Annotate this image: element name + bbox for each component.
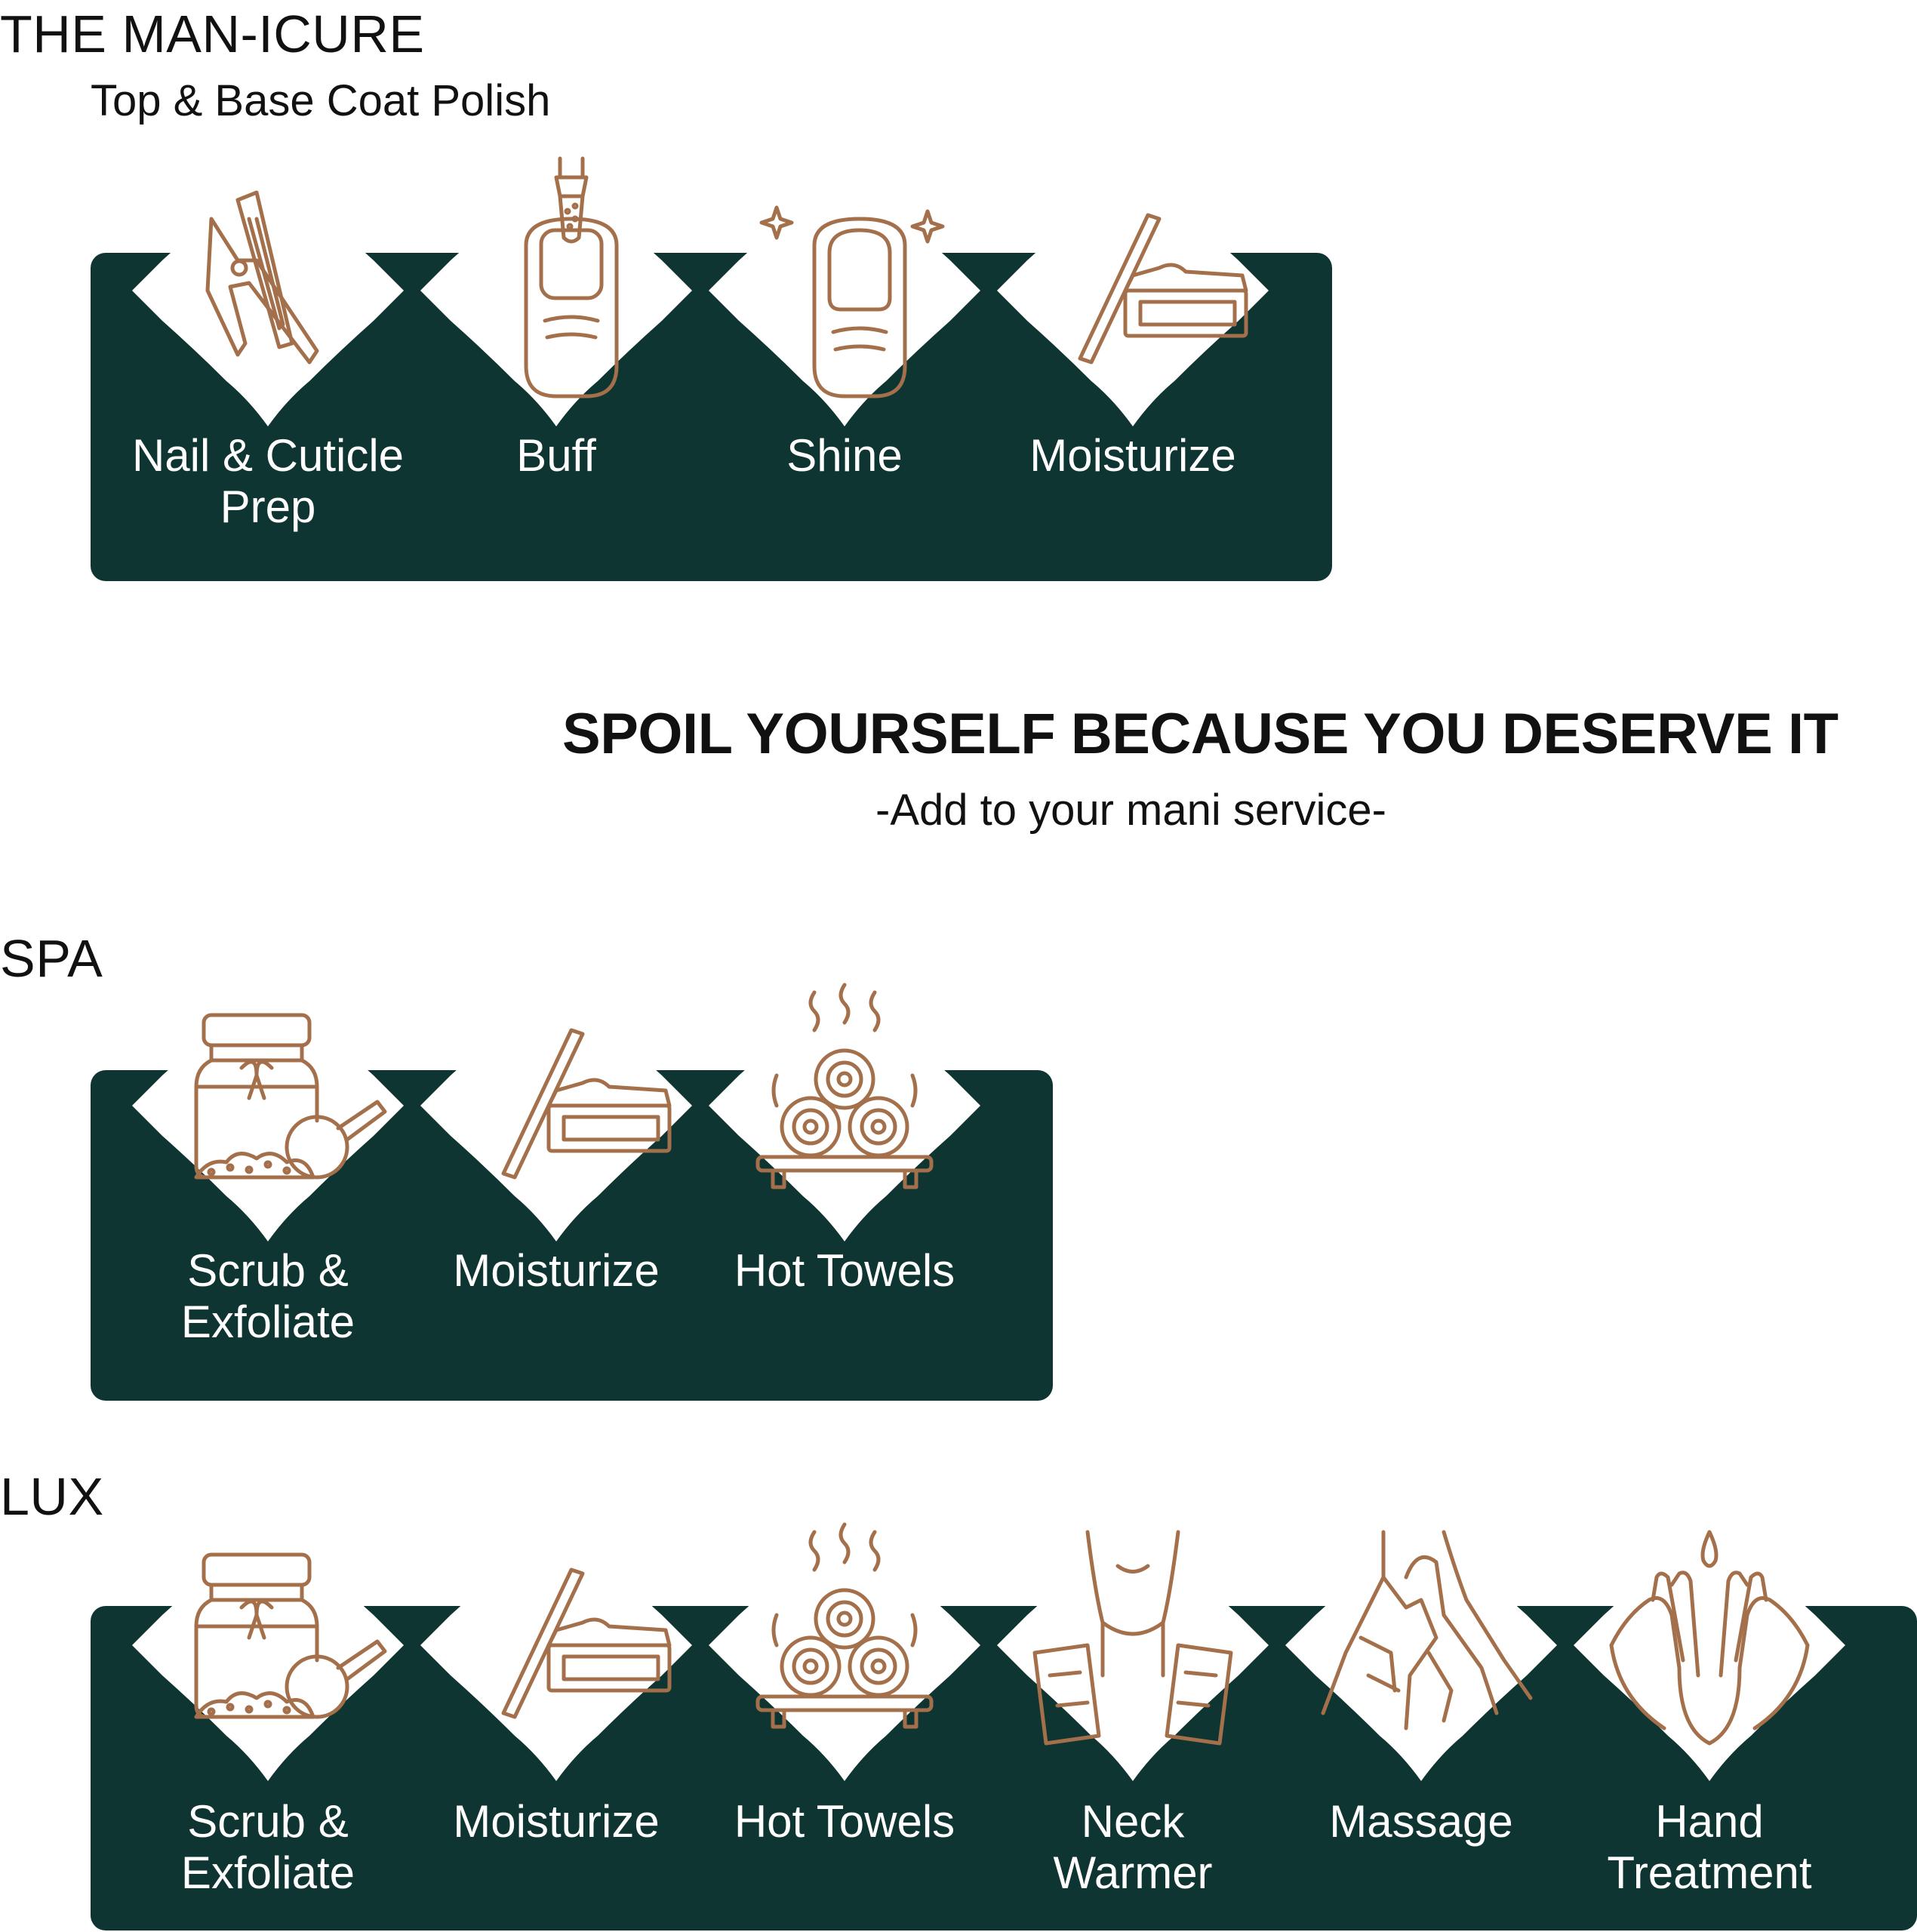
maincure-service-label: Moisturize — [1029, 430, 1236, 481]
lux-service-label: Massage — [1329, 1796, 1513, 1847]
lux-service-label: Moisturize — [453, 1796, 660, 1847]
maincure-service-label: Shine — [786, 430, 903, 481]
scrub-jar-icon — [125, 1502, 411, 1789]
promo-subtitle: -Add to your mani service- — [875, 786, 1386, 835]
maincure-title: THE MAN-ICURE — [0, 5, 425, 63]
hand-treatment-icon — [1566, 1502, 1853, 1789]
maincure-service-label: Buff — [516, 430, 596, 481]
promo-title: SPOIL YOURSELF BECAUSE YOU DESERVE IT — [562, 702, 1839, 766]
lux-title: LUX — [0, 1467, 104, 1526]
neck-warmer-icon — [989, 1502, 1276, 1789]
maincure-service-label: Nail & Cuticle Prep — [131, 430, 405, 532]
maincure-subtitle: Top & Base Coat Polish — [91, 76, 551, 125]
scrub-jar-icon — [125, 962, 411, 1249]
spa-service-label: Moisturize — [453, 1245, 660, 1296]
lux-service-label: Neck Warmer — [1053, 1796, 1213, 1898]
cream-jar-icon — [413, 1502, 700, 1789]
lux-service-label: Scrub & Exfoliate — [180, 1796, 355, 1898]
nail-clipper-file-icon — [125, 147, 411, 434]
lux-service-label: Hot Towels — [734, 1796, 955, 1847]
nail-buffer-icon — [413, 147, 700, 434]
massage-hands-icon — [1278, 1502, 1565, 1789]
hot-towels-icon — [701, 1502, 988, 1789]
spa-title: SPA — [0, 929, 103, 988]
shiny-nail-icon — [701, 147, 988, 434]
cream-jar-icon — [989, 147, 1276, 434]
hot-towels-icon — [701, 962, 988, 1249]
lux-service-label: Hand Treatment — [1607, 1796, 1812, 1898]
spa-service-label: Hot Towels — [734, 1245, 955, 1296]
cream-jar-icon — [413, 962, 700, 1249]
spa-service-label: Scrub & Exfoliate — [180, 1245, 355, 1347]
